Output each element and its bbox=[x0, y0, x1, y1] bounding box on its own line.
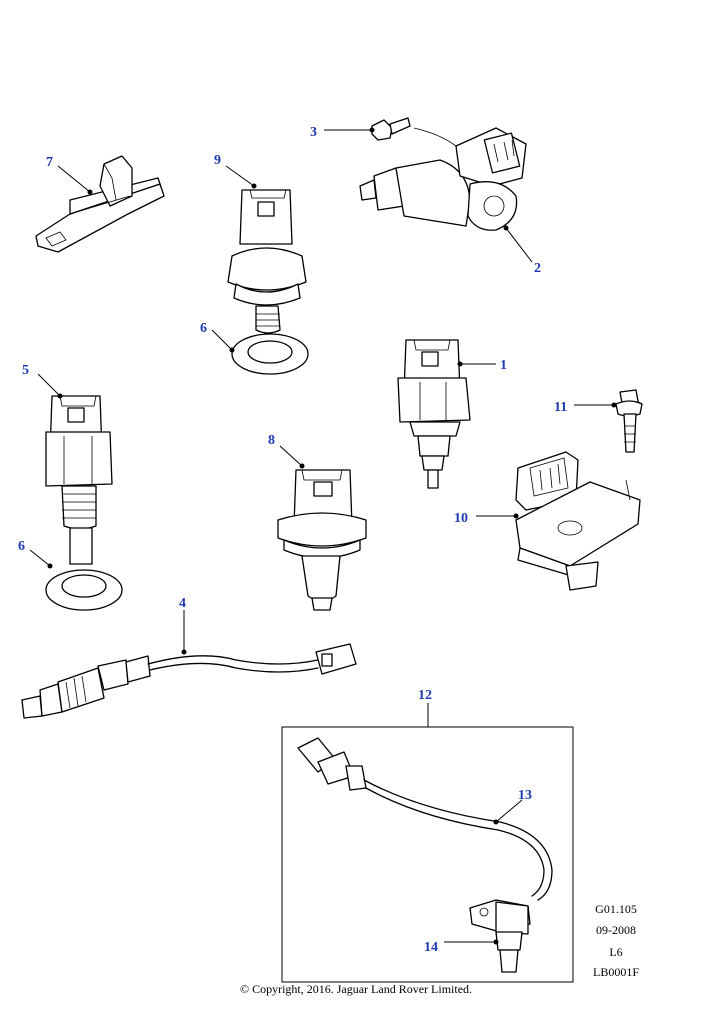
callout-11: 11 bbox=[554, 400, 567, 415]
callout-12: 12 bbox=[418, 688, 432, 703]
part-4-oxygen-sensor bbox=[21, 643, 357, 719]
diagram-date: 09-2008 bbox=[596, 923, 636, 937]
callout-8: 8 bbox=[268, 433, 275, 448]
part-7-clip bbox=[35, 155, 165, 253]
callout-14: 14 bbox=[424, 940, 438, 955]
copyright-text: © Copyright, 2016. Jaguar Land Rover Lim… bbox=[240, 982, 472, 996]
callout-6-lower: 6 bbox=[18, 539, 25, 554]
callout-4: 4 bbox=[179, 596, 186, 611]
callout-1: 1 bbox=[500, 358, 507, 373]
callout-7: 7 bbox=[46, 155, 53, 170]
part-11-bolt bbox=[615, 389, 643, 453]
part-13-harness bbox=[297, 737, 553, 901]
part-9-pressure-switch bbox=[227, 189, 307, 334]
callout-5: 5 bbox=[22, 363, 29, 378]
leader-lines bbox=[29, 127, 617, 945]
diagram-ref: G01.105 bbox=[595, 902, 637, 916]
callout-6-upper: 6 bbox=[200, 321, 207, 336]
part-2-position-sensor bbox=[359, 127, 527, 231]
part-14-crank-sensor bbox=[469, 899, 531, 973]
part-10-map-sensor bbox=[515, 451, 641, 591]
part-1-temp-sensor bbox=[397, 339, 471, 489]
part-6-washer-upper bbox=[231, 333, 309, 375]
part-8-sensor bbox=[277, 469, 367, 611]
part-5-sender bbox=[45, 395, 113, 565]
callout-13: 13 bbox=[518, 788, 532, 803]
diagram-code: LB0001F bbox=[593, 965, 639, 979]
callout-9: 9 bbox=[214, 153, 221, 168]
callout-2: 2 bbox=[534, 261, 541, 276]
part-3-bolt bbox=[371, 117, 457, 147]
part-6-washer-lower bbox=[45, 569, 123, 611]
diagram-variant: L6 bbox=[609, 945, 622, 959]
callout-3: 3 bbox=[310, 125, 317, 140]
callout-10: 10 bbox=[454, 511, 468, 526]
